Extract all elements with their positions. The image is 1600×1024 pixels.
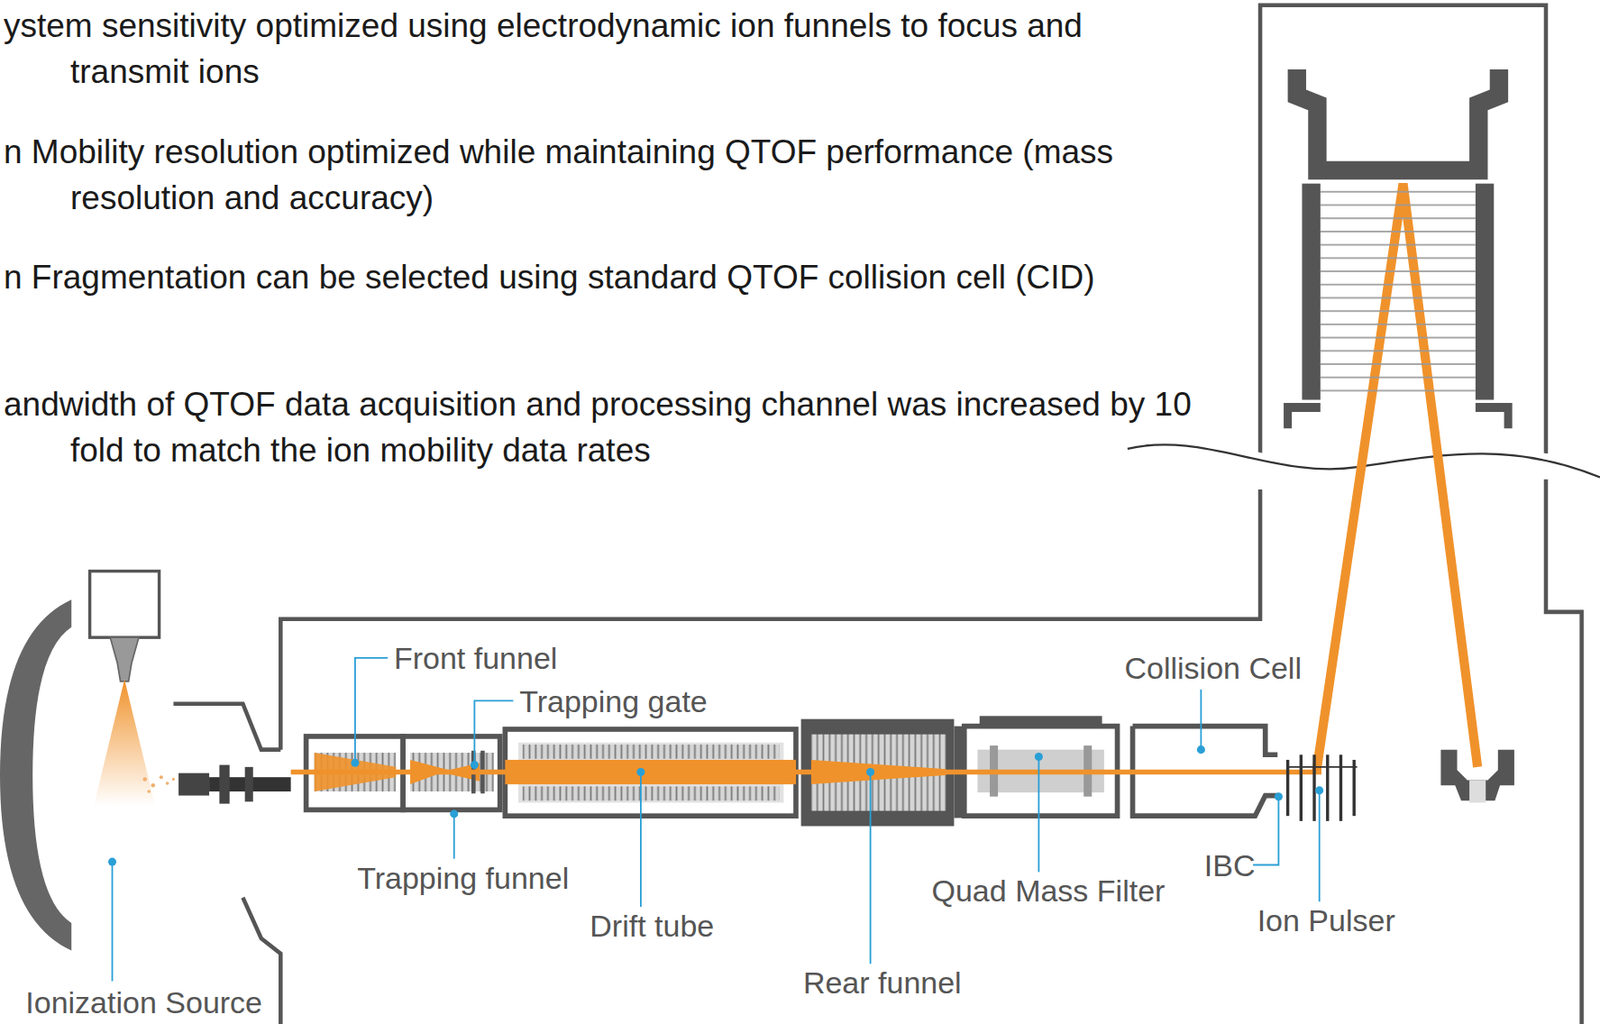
bullet-point: n Fragmentation can be selected using st… — [3, 254, 1203, 301]
part-name: Drift tube — [589, 907, 714, 944]
part-name: Front funnel — [393, 640, 558, 677]
part-label: Ion Pulser — [1257, 902, 1396, 939]
part-label: Trapping gate — [519, 683, 708, 720]
part-label: IBC — [1204, 847, 1256, 884]
spray-plume — [93, 679, 156, 806]
part-name: Rear funnel — [803, 964, 962, 1001]
sprayer-housing — [90, 571, 160, 639]
part-label: Front funnel — [393, 640, 558, 677]
reflectron — [1283, 69, 1513, 429]
quad-mass-filter — [964, 715, 1118, 816]
spray-needle — [109, 637, 139, 682]
bullet-point: ystem sensitivity optimized using electr… — [3, 2, 1203, 95]
part-label: Quad Mass Filter — [932, 872, 1166, 909]
part-label: Collision Cell — [1124, 649, 1302, 686]
droplets — [142, 775, 175, 794]
part-label: Ionization Source — [25, 984, 263, 1021]
ion-flight-path — [1316, 183, 1478, 773]
leader-lines — [112, 658, 1320, 982]
bullet-text: ystem sensitivity optimized using electr… — [3, 2, 1203, 95]
ion-pulser — [1288, 754, 1358, 822]
leader-dots — [108, 745, 1324, 867]
bullet-text: andwidth of QTOF data acquisition and pr… — [3, 381, 1203, 474]
capillary-inlet — [178, 765, 292, 805]
part-name: Trapping gate — [519, 683, 708, 720]
bullet-text: n Fragmentation can be selected using st… — [3, 254, 1203, 301]
part-name: Trapping funnel — [356, 859, 569, 896]
part-name: Quad Mass Filter — [932, 872, 1166, 909]
part-name: Ion Pulser — [1257, 902, 1396, 939]
ion-beam — [291, 769, 1322, 776]
part-name: Ionization Source — [25, 984, 263, 1021]
bullet-point: n Mobility resolution optimized while ma… — [3, 128, 1203, 221]
part-label: Trapping funnel — [356, 859, 569, 896]
part-label: Rear funnel — [803, 964, 962, 1001]
bullet-point: andwidth of QTOF data acquisition and pr… — [3, 381, 1203, 474]
part-label: Drift tube — [589, 907, 714, 944]
detector — [1440, 749, 1515, 804]
part-name: IBC — [1204, 847, 1256, 884]
part-name: Collision Cell — [1124, 649, 1302, 686]
source-shield — [0, 599, 72, 951]
bullet-text: n Mobility resolution optimized while ma… — [3, 128, 1203, 221]
